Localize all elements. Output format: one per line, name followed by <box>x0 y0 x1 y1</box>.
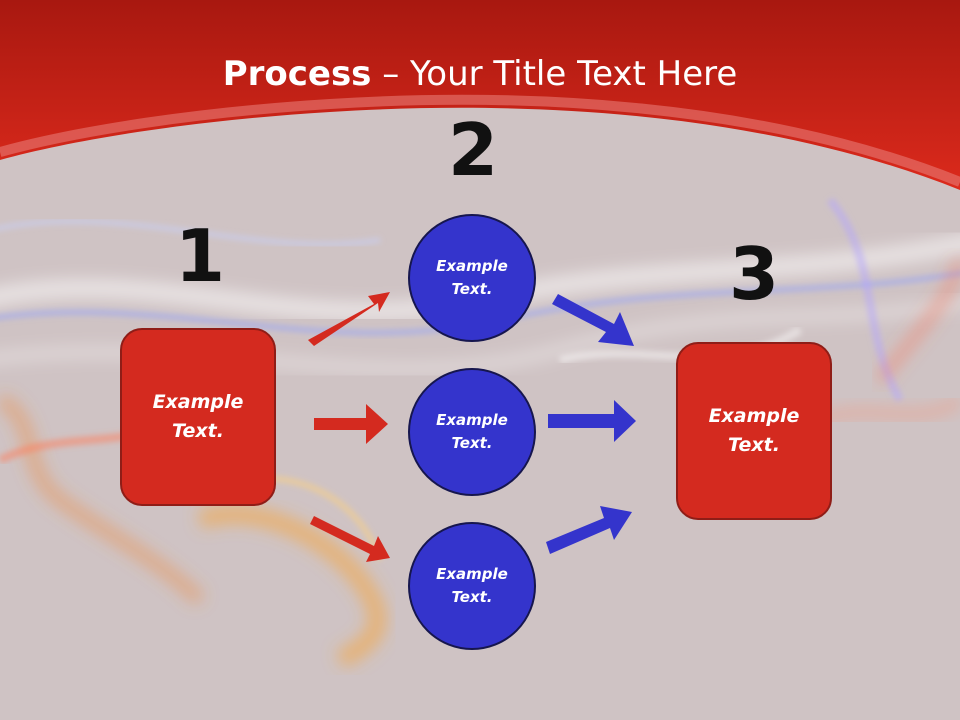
arrow-blue-right <box>548 400 636 442</box>
circle-top-line1: Example <box>436 257 508 275</box>
circle-bottom-line1: Example <box>436 565 508 583</box>
arrow-blue-down <box>552 294 634 346</box>
title-bold: Process <box>222 54 372 94</box>
arrow-red-right <box>314 404 388 444</box>
slide-title: Process – Your Title Text Here <box>0 50 960 98</box>
circle-middle-line1: Example <box>436 411 508 429</box>
process-circle-middle: Example Text. <box>408 368 536 496</box>
box-end-line2: Text. <box>728 434 780 456</box>
arrow-blue-up <box>546 506 632 554</box>
box-start-line2: Text. <box>172 420 224 442</box>
process-circle-top: Example Text. <box>408 214 536 342</box>
box-end-line1: Example <box>708 405 800 427</box>
circle-middle-line2: Text. <box>451 434 493 452</box>
process-circle-bottom: Example Text. <box>408 522 536 650</box>
circle-bottom-line2: Text. <box>451 588 493 606</box>
title-rest: – Your Title Text Here <box>371 54 738 94</box>
box-start-line1: Example <box>152 391 244 413</box>
circle-top-line2: Text. <box>451 280 493 298</box>
step-number-1: 1 <box>174 214 226 298</box>
process-box-end: Example Text. <box>676 342 832 520</box>
red-arrows <box>308 292 390 562</box>
process-box-start: Example Text. <box>120 328 276 506</box>
blue-arrows <box>546 294 636 554</box>
step-number-3: 3 <box>728 232 780 316</box>
step-number-2: 2 <box>447 108 499 192</box>
arrow-red-up <box>308 292 390 346</box>
arrow-red-down <box>310 516 390 562</box>
